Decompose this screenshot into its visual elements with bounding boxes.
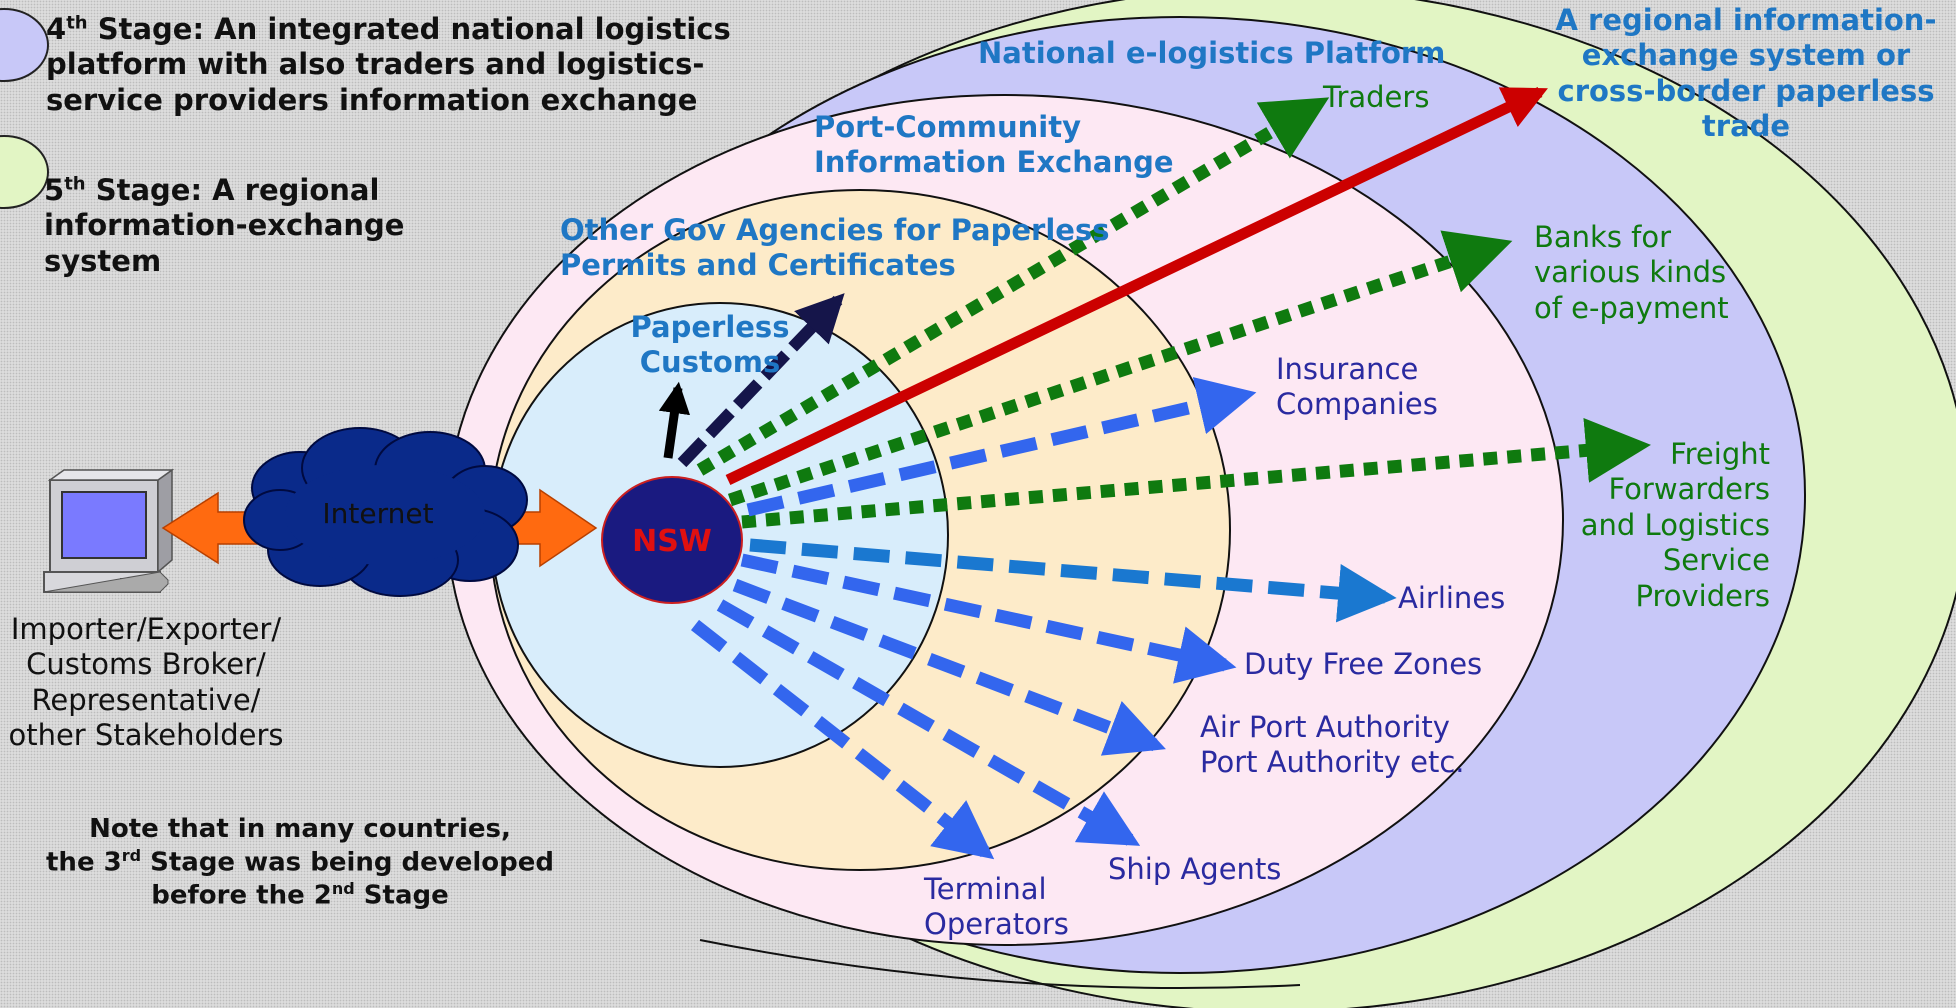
arrow-to-terminal xyxy=(690,619,995,860)
airlines-label: Airlines xyxy=(1398,581,1506,615)
terminal-label: Terminal Operators xyxy=(924,872,1069,942)
stage5-text: 5th Stage: A regional information-exchan… xyxy=(44,173,405,278)
arrow-to-airlines xyxy=(749,538,1397,623)
nsw-label: NSW xyxy=(632,524,712,559)
national-ring-label: National e-logistics Platform xyxy=(978,36,1446,70)
internet-label: Internet xyxy=(322,497,433,530)
internet-cloud-icon xyxy=(243,427,528,597)
arrow-to-banks xyxy=(727,230,1513,507)
arrow-to-freight xyxy=(741,418,1651,529)
insurance-label: Insurance Companies xyxy=(1276,352,1438,422)
arrow-to-airport xyxy=(732,578,1166,756)
note-text: Note that in many countries, the 3rd Sta… xyxy=(46,814,554,911)
ship-agents-label: Ship Agents xyxy=(1108,852,1282,886)
green-arrows xyxy=(696,97,1651,529)
airport-label: Air Port Authority Port Authority etc. xyxy=(1200,710,1465,780)
stage4-text: 4th Stage: An integrated national logist… xyxy=(46,12,731,117)
nsw-node xyxy=(601,476,743,604)
arrow-to-insurance xyxy=(746,377,1257,517)
banks-label: Banks for various kinds of e-payment xyxy=(1534,220,1729,325)
arrow-to-customs xyxy=(658,381,691,459)
duty-free-label: Duty Free Zones xyxy=(1244,647,1483,681)
other-gov-label: Other Gov Agencies for Paperless Permits… xyxy=(560,213,1110,283)
blue-arrows xyxy=(690,377,1257,860)
user-label: Importer/Exporter/ Customs Broker/ Repre… xyxy=(8,612,284,753)
customs-label: Paperless Customs xyxy=(630,310,790,380)
arrow-to-regional xyxy=(725,87,1548,485)
arrow-to-duty-free xyxy=(740,553,1237,684)
stage5-legend-circle xyxy=(0,135,49,209)
stage4-legend-circle xyxy=(0,8,49,82)
computer-icon xyxy=(43,468,175,593)
traders-label: Traders xyxy=(1323,80,1430,114)
freight-label: Freight Forwarders and Logistics Service… xyxy=(1580,437,1770,613)
port-community-label: Port-Community Information Exchange xyxy=(814,110,1174,180)
arrow-to-other-gov xyxy=(677,293,845,468)
regional-ring-label: A regional information-exchange system o… xyxy=(1555,3,1937,144)
national-ring-echo xyxy=(699,939,1301,989)
arrow-to-ship-agents xyxy=(716,599,1141,846)
